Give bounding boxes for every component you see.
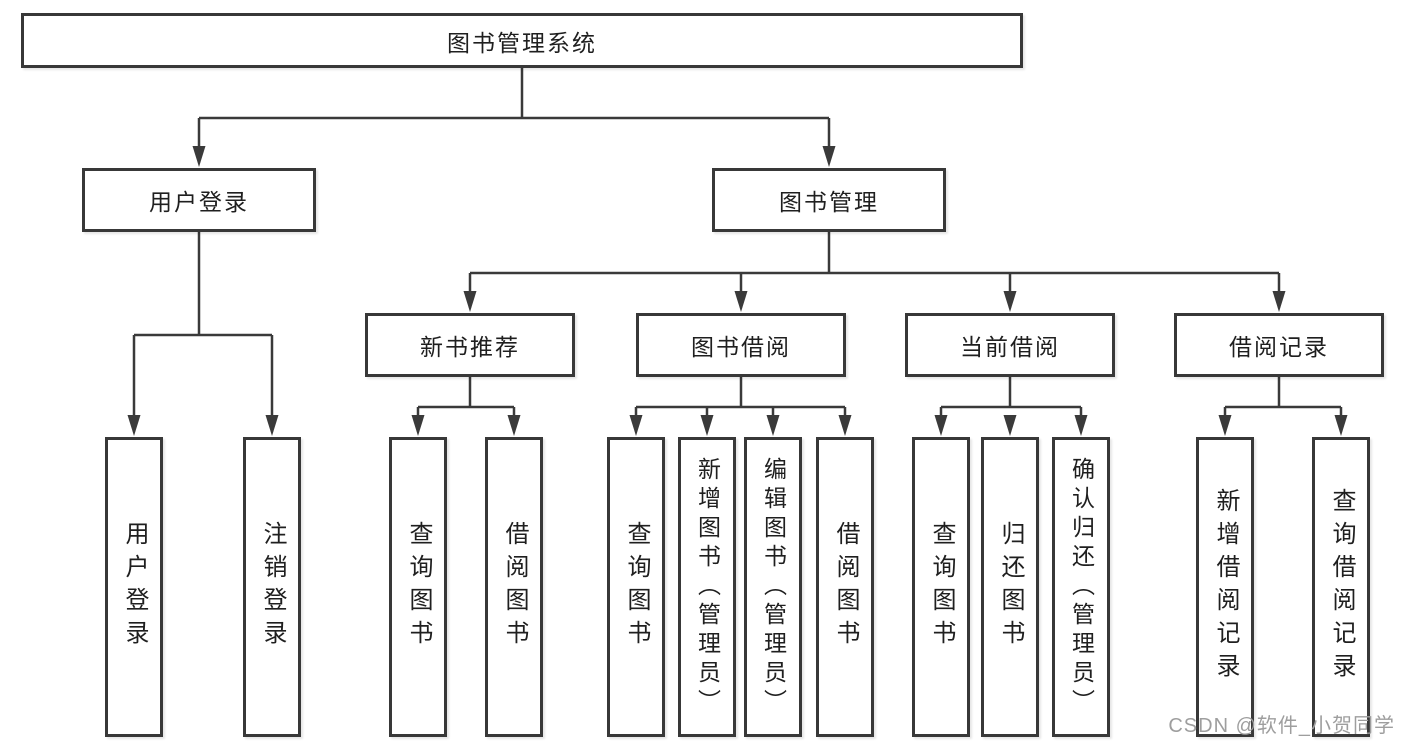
leaf-user-login: 用户登录: [105, 437, 163, 737]
leaf-label: 查询图书: [928, 521, 955, 653]
node-new-book-recommend: 新书推荐: [365, 313, 575, 377]
node-label: 图书管理: [779, 189, 879, 215]
leaf-add-book-admin: 新增图书（管理员）: [678, 437, 736, 737]
node-label: 新书推荐: [420, 334, 520, 360]
leaf-confirm-return-admin: 确认归还（管理员）: [1052, 437, 1110, 737]
leaf-label: 确认归还（管理员）: [1068, 456, 1095, 718]
leaf-borrow-books-recommend: 借阅图书: [485, 437, 543, 737]
node-label: 图书借阅: [691, 334, 791, 360]
leaf-edit-book-admin: 编辑图书（管理员）: [744, 437, 802, 737]
node-current-borrowing: 当前借阅: [905, 313, 1115, 377]
leaf-label: 用户登录: [121, 521, 148, 653]
node-label: 图书管理系统: [447, 29, 597, 56]
leaf-borrow-books-borrowing: 借阅图书: [816, 437, 874, 737]
leaf-label: 借阅图书: [501, 521, 528, 653]
node-label: 用户登录: [149, 189, 249, 215]
leaf-label: 新增图书（管理员）: [694, 456, 721, 718]
leaf-add-borrow-record: 新增借阅记录: [1196, 437, 1254, 737]
leaf-label: 编辑图书（管理员）: [760, 456, 787, 718]
node-label: 当前借阅: [960, 334, 1060, 360]
leaf-label: 查询借阅记录: [1328, 488, 1355, 686]
leaf-query-books-recommend: 查询图书: [389, 437, 447, 737]
leaf-label: 新增借阅记录: [1212, 488, 1239, 686]
leaf-query-books-borrowing: 查询图书: [607, 437, 665, 737]
node-label: 借阅记录: [1229, 334, 1329, 360]
leaf-label: 查询图书: [405, 521, 432, 653]
leaf-label: 借阅图书: [832, 521, 859, 653]
leaf-label: 归还图书: [997, 521, 1024, 653]
leaf-query-books-current: 查询图书: [912, 437, 970, 737]
node-library-management-system: 图书管理系统: [21, 13, 1023, 68]
node-user-login: 用户登录: [82, 168, 316, 232]
leaf-label: 注销登录: [259, 521, 286, 653]
node-book-borrowing: 图书借阅: [636, 313, 846, 377]
leaf-label: 查询图书: [623, 521, 650, 653]
leaf-return-books: 归还图书: [981, 437, 1039, 737]
watermark: CSDN @软件_小贺同学: [1168, 715, 1395, 737]
node-book-management: 图书管理: [712, 168, 946, 232]
leaf-logout: 注销登录: [243, 437, 301, 737]
leaf-query-borrow-record: 查询借阅记录: [1312, 437, 1370, 737]
node-borrowing-records: 借阅记录: [1174, 313, 1384, 377]
